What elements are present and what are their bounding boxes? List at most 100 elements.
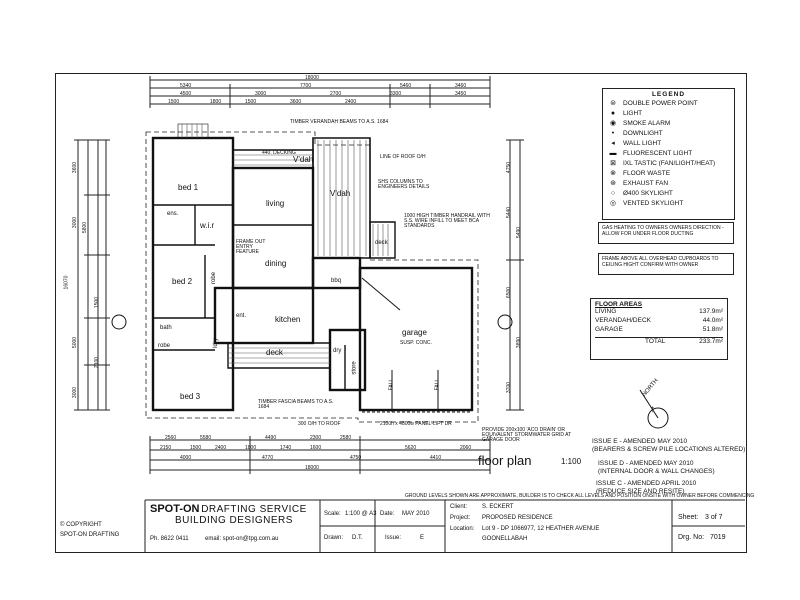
dim-bottom: 2560 xyxy=(165,435,177,441)
floor-areas-title: FLOOR AREAS xyxy=(595,301,643,308)
ixl-tastic-icon: ⊠ xyxy=(610,160,616,167)
dim-top: 7700 xyxy=(300,83,312,89)
note-roof-line: LINE OF ROOF O/H xyxy=(380,154,426,160)
area-value: 137.9m² xyxy=(699,308,723,315)
exhaust-fan-icon: ⊛ xyxy=(610,180,616,187)
note-decking-top: 440. DECKING xyxy=(262,150,296,156)
room-bed3: bed 3 xyxy=(180,392,201,401)
date-label: Date: xyxy=(380,511,395,517)
dim-right: 6500 xyxy=(506,286,513,299)
issue-e: ISSUE E - AMENDED MAY 2010 (BEARERS & SC… xyxy=(592,438,745,454)
scale-label: Scale: xyxy=(324,511,341,517)
fluorescent-light-icon: ▬ xyxy=(609,149,617,157)
legend-row: •DOWNLIGHT xyxy=(607,128,730,138)
legend: LEGEND ⊜DOUBLE POWER POINT ●LIGHT ◉SMOKE… xyxy=(602,88,735,220)
fall-label-1: FALL xyxy=(388,378,395,391)
dim-top: 3000 xyxy=(255,91,267,97)
dim-top: 2700 xyxy=(330,91,342,97)
room-robe-1: robe xyxy=(211,271,218,285)
dim-bottom: 1800 xyxy=(245,445,257,451)
copyright-icon: © xyxy=(60,522,65,528)
legend-row: ⊠IXL TASTIC (FAN/LIGHT/HEAT) xyxy=(607,158,730,168)
frame-note: FRAME ABOVE ALL OVERHEAD CUPBOARDS TO CE… xyxy=(598,253,734,275)
note-handrail: 1000 HIGH TIMBER HANDRAIL WITH S.S. WIRE… xyxy=(404,213,490,229)
dim-right: 3890 xyxy=(516,336,523,349)
room-garage: garage xyxy=(402,328,427,337)
company-name: SPOT-ON DRAFTING SERVICE xyxy=(150,503,307,515)
dim-bottom: 4770 xyxy=(262,455,274,461)
project-value: PROPOSED RESIDENCE xyxy=(482,515,553,521)
area-total-label: TOTAL xyxy=(645,338,666,345)
legend-row: ⊛ EXHAUST FAN xyxy=(607,178,730,188)
sheet-value: 3 of 7 xyxy=(705,514,723,521)
wall-light-icon: ◂ xyxy=(611,140,615,147)
smoke-alarm-icon: ◉ xyxy=(609,120,617,127)
note-frame-out: FRAME OUT ENTRY FEATURE xyxy=(236,239,266,255)
floor-waste-icon: ⊗ xyxy=(610,170,616,177)
plan-scale: 1:100 xyxy=(561,457,582,466)
legend-row: ◉SMOKE ALARM xyxy=(607,118,730,128)
dim-bottom: 2150 xyxy=(160,445,172,451)
legend-title: LEGEND xyxy=(651,91,686,98)
room-drying: dry xyxy=(333,348,342,354)
gas-heating-note: GAS HEATING TO OWNERS OWNERS DIRECTION -… xyxy=(598,222,734,244)
room-wir: w.i.r xyxy=(200,221,215,230)
note-panel-door: 2100h x 4800w PANEL-LIFT DR xyxy=(380,421,452,427)
dim-top-overall: 18000 xyxy=(305,75,319,81)
dim-top: 4500 xyxy=(180,91,192,97)
dim-bottom: 4410 xyxy=(430,455,442,461)
floor-area-row: LIVING 137.9m² xyxy=(595,308,723,317)
area-value: 51.8m² xyxy=(702,326,723,333)
dim-bottom: 2060 xyxy=(460,445,472,451)
legend-row: ⊜DOUBLE POWER POINT xyxy=(607,98,730,108)
room-ensuite: ens. xyxy=(167,211,179,217)
dim-bottom: 4490 xyxy=(265,435,277,441)
dim-bottom: 1600 xyxy=(310,445,322,451)
company-email: email: spot-on@tpg.com.au xyxy=(205,536,279,542)
dim-bottom-overall: 18000 xyxy=(305,465,319,471)
double-power-point-icon: ⊜ xyxy=(610,100,616,107)
issue-c-desc: (REDUCE SIZE AND RESITE) xyxy=(596,487,685,495)
location-label: Location: xyxy=(450,526,475,532)
dim-left: 2100 xyxy=(94,356,101,369)
legend-label: DOWNLIGHT xyxy=(623,129,663,137)
legend-label: EXHAUST FAN xyxy=(623,179,669,187)
room-bed2: bed 2 xyxy=(172,277,193,286)
note-overhang: 300 O/H TO ROOF xyxy=(298,421,341,427)
area-value: 44.0m² xyxy=(702,317,723,324)
dim-left: 5800 xyxy=(82,221,89,234)
fall-label-2: FALL xyxy=(434,378,441,391)
legend-label: WALL LIGHT xyxy=(623,139,662,147)
room-bbq: bbq xyxy=(331,278,342,284)
note-ground-levels: GROUND LEVELS SHOWN ARE APPROXIMATE, BUI… xyxy=(405,493,755,499)
scale-value: 1:100 @ A3 xyxy=(345,511,377,517)
copyright-owner: SPOT-ON DRAFTING xyxy=(60,532,120,538)
plan-title: floor plan xyxy=(478,453,532,468)
legend-label: LIGHT xyxy=(623,109,643,117)
drawn-label: Drawn: xyxy=(324,535,344,541)
note-timber-beams: TIMBER VERANDAH BEAMS TO A.S. 1684 xyxy=(290,119,389,125)
dim-bottom: 2300 xyxy=(310,435,322,441)
legend-row: ◎VENTED SKYLIGHT xyxy=(607,198,730,208)
dim-right: 5490 xyxy=(516,226,523,239)
garage-slab-note: SUSP. CONC. xyxy=(400,340,432,346)
client-value: S. ECKERT xyxy=(482,504,514,510)
room-kitchen: kitchen xyxy=(275,315,301,324)
dim-top: 1500 xyxy=(168,99,180,105)
dim-left: 16070 xyxy=(63,275,70,290)
issue-d-title: ISSUE D - AMENDED MAY 2010 xyxy=(598,460,694,467)
company-phone: Ph. 8622 0411 xyxy=(150,536,189,542)
dim-left: 3000 xyxy=(72,386,79,399)
dim-left: 1500 xyxy=(94,296,101,309)
brand-subtitle: DRAFTING SERVICE xyxy=(201,504,307,515)
note-drain: PROVIDE 200x100 'ACO DRAIN' OR EQUIVALEN… xyxy=(482,427,571,443)
area-label: LIVING xyxy=(595,308,617,315)
dim-top: 1500 xyxy=(245,99,257,105)
room-bath: bath xyxy=(160,325,172,331)
dim-top: 5460 xyxy=(400,83,412,89)
issue-c: ISSUE C - AMENDED APRIL 2010 (REDUCE SIZ… xyxy=(596,480,696,496)
